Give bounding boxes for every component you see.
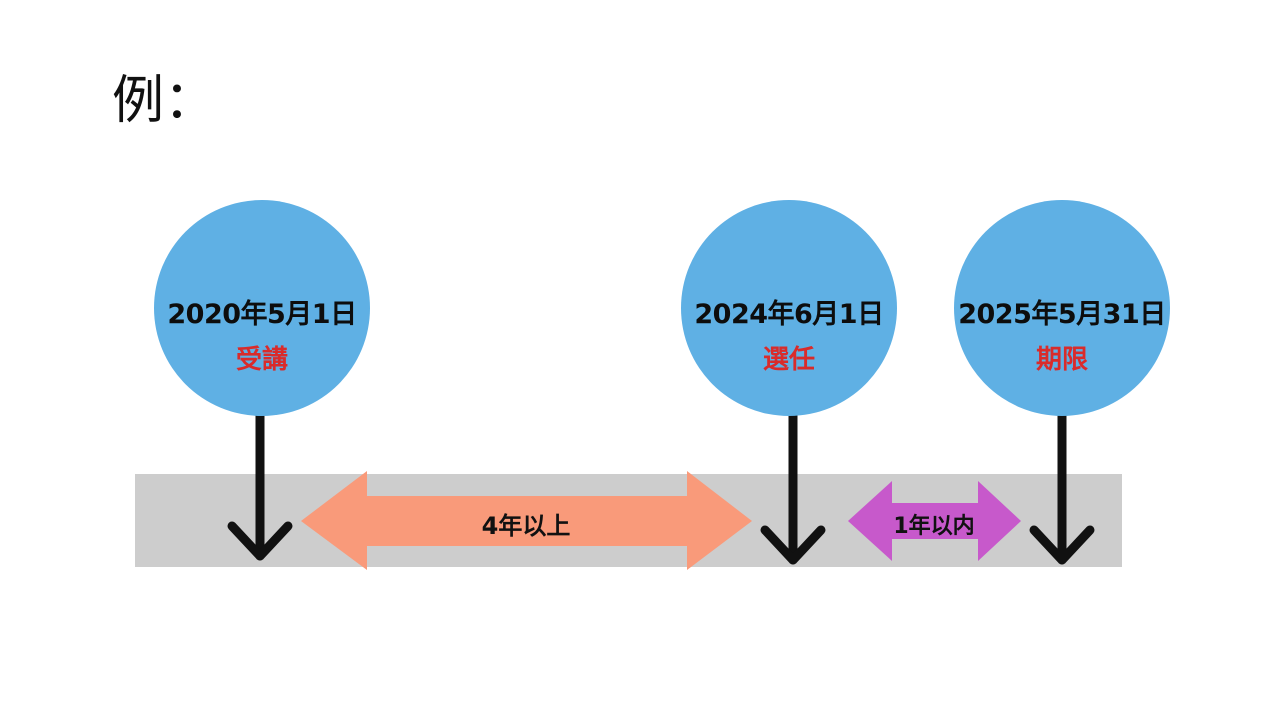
milestone-date: 2025年5月31日 (958, 299, 1166, 330)
milestone-3: 2025年5月31日 期限 (932, 292, 1192, 376)
milestone-circle-3 (954, 200, 1170, 416)
milestone-date: 2020年5月1日 (167, 299, 357, 330)
span-label-2: 1年以内 (893, 514, 975, 539)
milestone-event: 受講 (235, 345, 288, 375)
milestone-1: 2020年5月1日 受講 (132, 292, 392, 376)
milestone-circle-2 (681, 200, 897, 416)
pointer-arrow-3 (1029, 405, 1095, 565)
milestone-date: 2024年6月1日 (694, 299, 884, 330)
pointer-arrow-1 (227, 405, 293, 561)
page-heading: 例： (112, 71, 217, 131)
milestone-2: 2024年6月1日 選任 (659, 292, 919, 376)
milestone-event: 選任 (762, 345, 815, 375)
span-arrow-1 (301, 471, 752, 570)
milestone-circle-1 (154, 200, 370, 416)
span-arrow-2 (848, 481, 1021, 561)
pointer-arrow-2 (760, 405, 826, 565)
milestone-event: 期限 (1035, 345, 1088, 375)
span-label-1: 4年以上 (481, 512, 571, 540)
